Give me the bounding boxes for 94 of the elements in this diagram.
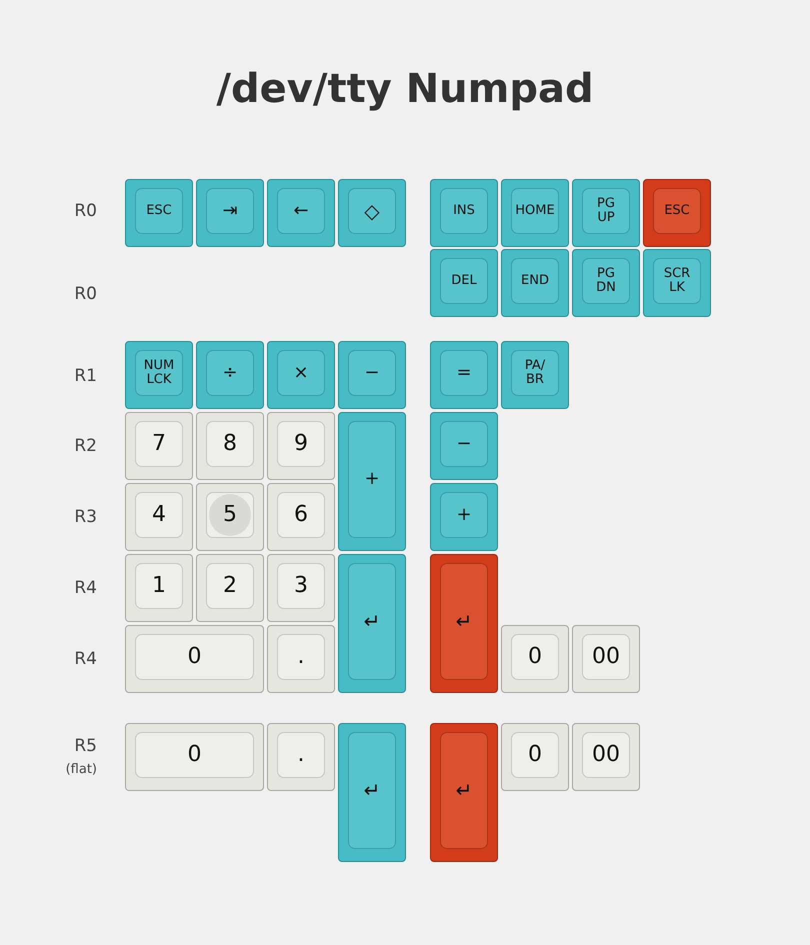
keycap bbox=[125, 483, 193, 551]
keycap bbox=[125, 341, 193, 409]
key-legend: ESC bbox=[664, 204, 690, 218]
row-label: R2 bbox=[73, 436, 97, 456]
keycap bbox=[430, 483, 498, 551]
key-legend: 8 bbox=[223, 432, 237, 456]
keycap bbox=[501, 625, 569, 693]
keycap bbox=[430, 249, 498, 317]
key-legend: 0 bbox=[188, 645, 202, 669]
keycap bbox=[125, 412, 193, 480]
key-legend: 0 bbox=[528, 743, 542, 767]
keycap bbox=[572, 723, 640, 791]
key-legend: PG DN bbox=[596, 267, 616, 295]
key-legend: SCR LK bbox=[664, 267, 690, 295]
row-label: R3 bbox=[73, 507, 97, 527]
key-legend: ↵ bbox=[456, 780, 472, 801]
keycap bbox=[430, 412, 498, 480]
keycap bbox=[501, 179, 569, 247]
key-legend: ↵ bbox=[364, 780, 380, 801]
keycap bbox=[125, 625, 264, 693]
key-legend: ◇ bbox=[364, 200, 380, 222]
keycap bbox=[196, 483, 264, 551]
keycap bbox=[338, 179, 406, 247]
key-legend: 00 bbox=[592, 645, 620, 669]
keycap bbox=[430, 179, 498, 247]
key-legend: INS bbox=[453, 204, 475, 218]
keycap bbox=[572, 625, 640, 693]
title: /dev/tty Numpad bbox=[215, 66, 595, 112]
keycap bbox=[501, 341, 569, 409]
row-label: R1 bbox=[73, 366, 97, 386]
key-legend: DEL bbox=[451, 274, 477, 288]
keycap bbox=[643, 249, 711, 317]
keycap bbox=[125, 554, 193, 622]
key-legend: ESC bbox=[146, 204, 172, 218]
keycap bbox=[196, 341, 264, 409]
key-legend: = bbox=[456, 364, 472, 382]
key-legend: NUM LCK bbox=[144, 359, 174, 387]
key-legend: 7 bbox=[152, 432, 166, 456]
keycap bbox=[338, 341, 406, 409]
key-legend: . bbox=[298, 743, 304, 767]
keycap bbox=[267, 412, 335, 480]
key-legend: ↵ bbox=[456, 611, 472, 632]
keycap bbox=[338, 723, 406, 862]
key-legend: 2 bbox=[223, 574, 237, 598]
keycap bbox=[267, 723, 335, 791]
keycap bbox=[196, 179, 264, 247]
row-label: R4 bbox=[73, 578, 97, 598]
key-legend: ⇥ bbox=[222, 202, 238, 220]
keycap bbox=[643, 179, 711, 247]
key-legend: 5 bbox=[223, 503, 237, 527]
key-legend: 0 bbox=[188, 743, 202, 767]
key-legend: 1 bbox=[152, 574, 166, 598]
key-legend: ↵ bbox=[364, 611, 380, 632]
keycap bbox=[267, 341, 335, 409]
key-legend: 3 bbox=[294, 574, 308, 598]
row-label: R0 bbox=[73, 201, 97, 221]
key-legend: 0 bbox=[528, 645, 542, 669]
key-legend: − bbox=[364, 364, 380, 382]
keycap bbox=[267, 483, 335, 551]
keycap bbox=[196, 412, 264, 480]
keycap bbox=[125, 179, 193, 247]
keycap bbox=[338, 554, 406, 693]
key-legend: ÷ bbox=[222, 364, 238, 382]
keycap bbox=[267, 554, 335, 622]
keycap bbox=[430, 723, 498, 862]
keycap bbox=[430, 341, 498, 409]
key-legend: + bbox=[456, 506, 472, 524]
key-legend: HOME bbox=[515, 204, 555, 218]
keycap bbox=[267, 179, 335, 247]
key-legend: . bbox=[298, 645, 304, 669]
key-legend: + bbox=[364, 470, 380, 489]
row-note: (flat) bbox=[64, 762, 97, 777]
keycap bbox=[430, 554, 498, 693]
row-label: R0 bbox=[73, 284, 97, 304]
key-legend: − bbox=[456, 434, 472, 454]
keycap bbox=[501, 723, 569, 791]
keycap bbox=[501, 249, 569, 317]
row-label: R4 bbox=[73, 649, 97, 669]
keycap bbox=[267, 625, 335, 693]
keycap bbox=[196, 554, 264, 622]
key-legend: ← bbox=[293, 202, 309, 220]
keycap bbox=[572, 249, 640, 317]
keycap bbox=[572, 179, 640, 247]
key-legend: × bbox=[293, 364, 309, 382]
row-label: R5 bbox=[73, 736, 97, 756]
keycap bbox=[338, 412, 406, 551]
key-legend: 9 bbox=[294, 432, 308, 456]
key-legend: 4 bbox=[152, 503, 166, 527]
key-legend: END bbox=[521, 274, 549, 288]
key-legend: 00 bbox=[592, 743, 620, 767]
keycap bbox=[125, 723, 264, 791]
key-legend: 6 bbox=[294, 503, 308, 527]
key-legend: PA/ BR bbox=[524, 359, 546, 387]
key-legend: PG UP bbox=[597, 197, 615, 225]
